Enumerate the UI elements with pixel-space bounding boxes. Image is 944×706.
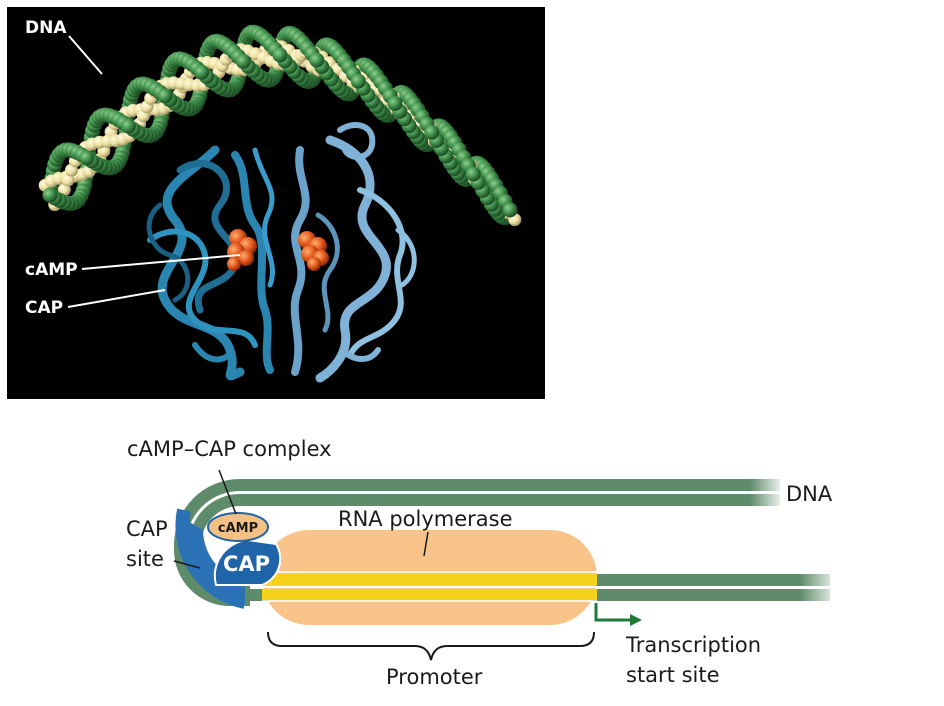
dna-fade-lower bbox=[800, 571, 840, 603]
complex-leader-line bbox=[218, 469, 237, 515]
dna-fade-upper bbox=[750, 476, 785, 508]
cap-site-label-line2: site bbox=[126, 547, 164, 571]
dna-atom bbox=[42, 187, 58, 203]
dna-leader-line bbox=[68, 35, 103, 75]
dna-atom bbox=[309, 52, 325, 68]
camp-leader-line bbox=[81, 254, 241, 270]
dna-atom bbox=[157, 88, 173, 104]
cap-leader-line bbox=[67, 289, 166, 308]
dna-atom bbox=[272, 47, 288, 63]
dna-atom bbox=[387, 96, 403, 111]
tss-label-line2: start site bbox=[626, 663, 720, 687]
dna-atom bbox=[79, 150, 95, 166]
structure-panel: DNA cAMP CAP bbox=[7, 7, 545, 399]
cap-protein-ribbon-right bbox=[290, 122, 417, 383]
cap-protein-ribbon-left bbox=[146, 145, 275, 381]
cap-protein-shape bbox=[213, 538, 282, 586]
schematic-panel: CAP cAMP cAMP–CAP complex DNA RNA polyme… bbox=[126, 437, 840, 689]
dna-atom bbox=[502, 202, 518, 218]
dna-atom bbox=[465, 166, 481, 182]
dna-atom bbox=[120, 118, 136, 134]
dna-atom bbox=[350, 73, 366, 89]
dna-atom bbox=[194, 64, 210, 80]
rna-polymerase-label: RNA polymerase bbox=[338, 507, 513, 531]
dna-helix-model bbox=[38, 24, 522, 227]
promoter-brace bbox=[267, 631, 595, 661]
dna-structure-label: DNA bbox=[25, 18, 67, 38]
cap-site-label-line1: CAP bbox=[126, 517, 168, 541]
camp-badge-label: cAMP bbox=[218, 521, 258, 536]
camp-badge bbox=[207, 512, 269, 542]
promoter-label: Promoter bbox=[386, 665, 483, 689]
dna-schematic-label: DNA bbox=[786, 482, 833, 506]
promoter-bases-upper bbox=[262, 574, 597, 585]
cap-site-leader-line bbox=[173, 560, 201, 569]
dna-atom bbox=[424, 124, 440, 140]
camp-structure-label: cAMP bbox=[25, 260, 78, 280]
tss-label-line1: Transcription bbox=[625, 633, 761, 657]
cap-protein-label: CAP bbox=[223, 552, 270, 576]
cap-site-outer-stripe bbox=[175, 508, 247, 609]
camp-cap-complex-label: cAMP–CAP complex bbox=[127, 437, 332, 461]
promoter-bases-lower bbox=[262, 589, 597, 600]
camp-molecule-right bbox=[298, 231, 329, 271]
polymerase-leader-line bbox=[423, 531, 429, 557]
tss-arrow-icon bbox=[594, 603, 642, 626]
dna-atom bbox=[61, 173, 75, 187]
dna-atom bbox=[235, 53, 251, 69]
cap-structure-label: CAP bbox=[25, 298, 63, 318]
